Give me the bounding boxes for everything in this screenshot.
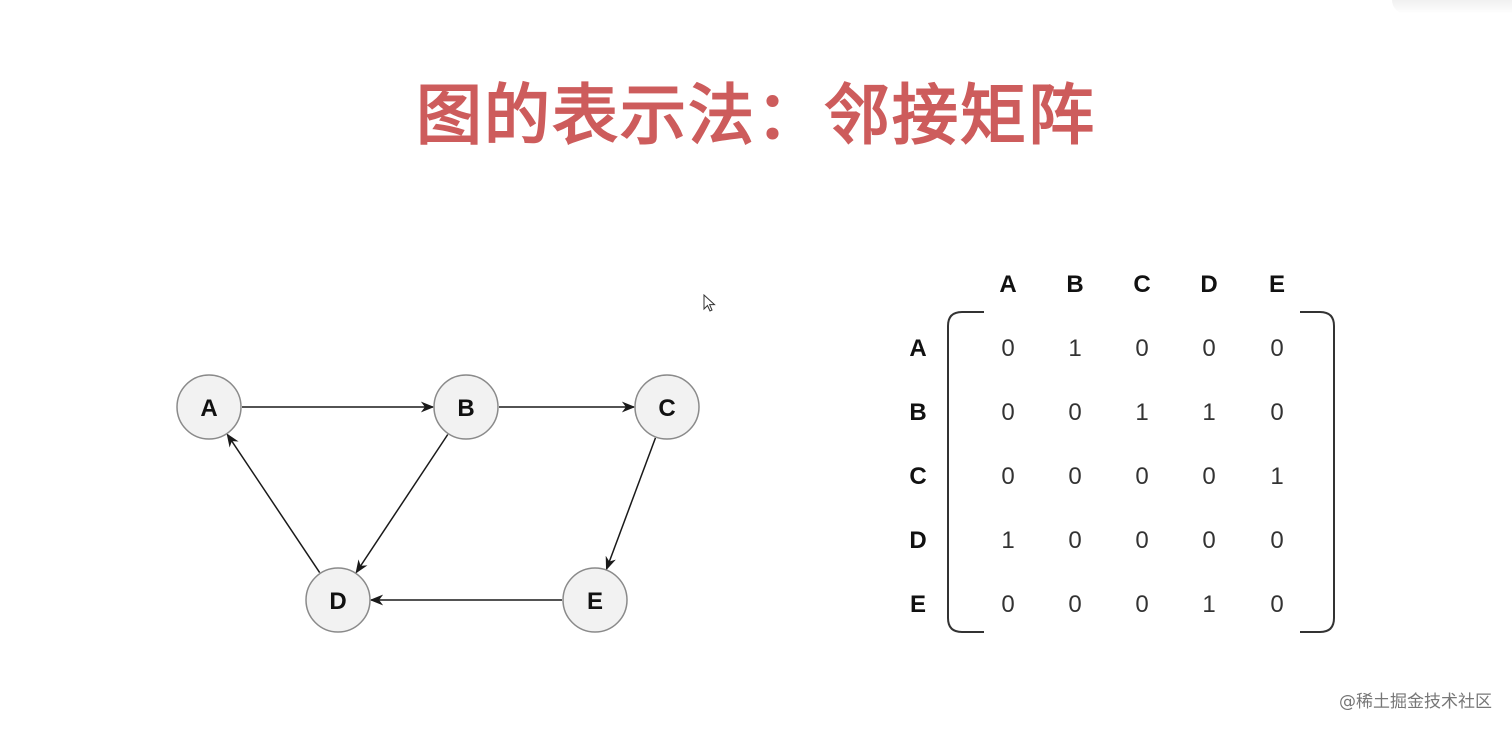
matrix-cell: 0 xyxy=(1068,527,1081,554)
matrix-cell: 0 xyxy=(1135,335,1148,362)
matrix-cell: 0 xyxy=(1001,335,1014,362)
node-d: D xyxy=(305,567,371,633)
node-circle xyxy=(562,567,628,633)
node-label: D xyxy=(329,588,346,615)
node-label: C xyxy=(658,395,675,422)
matrix-col-header-d: D xyxy=(1200,271,1217,298)
matrix-cell: 0 xyxy=(1001,463,1014,490)
matrix-cell: 0 xyxy=(1135,527,1148,554)
node-circle xyxy=(433,374,499,440)
window-corner-shadow xyxy=(1392,0,1512,14)
matrix-cells: 0 1 0 0 0 0 0 1 1 0 0 0 0 0 1 1 0 0 0 0 0 0 0 1 0 xyxy=(1001,335,1283,618)
matrix-cell: 0 xyxy=(1202,527,1215,554)
node-circle xyxy=(634,374,700,440)
node-label: E xyxy=(587,588,603,615)
matrix-col-header-e: E xyxy=(1269,271,1285,298)
matrix-cell: 1 xyxy=(1001,527,1014,554)
matrix-cell: 1 xyxy=(1135,399,1148,426)
matrix-cell: 1 xyxy=(1202,591,1215,618)
matrix-col-header-a: A xyxy=(999,271,1016,298)
matrix-column-headers: A B C D E xyxy=(999,271,1285,298)
matrix-row-header-a: A xyxy=(909,335,926,362)
watermark: @稀土掘金技术社区 xyxy=(1339,692,1492,712)
matrix-left-bracket xyxy=(947,311,984,633)
matrix-row-header-c: C xyxy=(909,463,926,490)
matrix-cell: 0 xyxy=(1135,463,1148,490)
matrix-cell: 0 xyxy=(1270,591,1283,618)
matrix-cell: 0 xyxy=(1270,527,1283,554)
matrix-cell: 1 xyxy=(1068,335,1081,362)
matrix-col-header-b: B xyxy=(1066,271,1083,298)
matrix-right-bracket xyxy=(1300,311,1335,633)
graph-nodes: A B C D E xyxy=(176,374,700,633)
matrix-row-headers: A B C D E xyxy=(909,335,926,618)
node-label: A xyxy=(200,395,217,422)
node-c: C xyxy=(634,374,700,440)
matrix-cell: 1 xyxy=(1270,463,1283,490)
matrix-cell: 1 xyxy=(1202,399,1215,426)
matrix-col-header-c: C xyxy=(1133,271,1150,298)
edge-c-to-e xyxy=(605,437,657,571)
matrix-row-header-d: D xyxy=(909,527,926,554)
node-a: A xyxy=(176,374,242,440)
matrix-row-header-b: B xyxy=(909,399,926,426)
node-circle xyxy=(305,567,371,633)
graph-edges xyxy=(226,401,657,606)
mouse-pointer-icon xyxy=(703,294,716,312)
matrix-cell: 0 xyxy=(1068,399,1081,426)
matrix-row-header-e: E xyxy=(910,591,926,618)
node-e: E xyxy=(562,567,628,633)
matrix-cell: 0 xyxy=(1270,399,1283,426)
edge-b-to-d xyxy=(355,434,449,574)
matrix-cell: 0 xyxy=(1001,591,1014,618)
edge-d-to-a xyxy=(226,433,321,573)
matrix-cell: 0 xyxy=(1068,463,1081,490)
slide-title: 图的表示法：邻接矩阵 xyxy=(416,77,1096,154)
matrix-cell: 0 xyxy=(1202,335,1215,362)
matrix-cell: 0 xyxy=(1135,591,1148,618)
node-circle xyxy=(176,374,242,440)
matrix-cell: 0 xyxy=(1202,463,1215,490)
matrix-cell: 0 xyxy=(1068,591,1081,618)
node-label: B xyxy=(457,395,474,422)
matrix-cell: 0 xyxy=(1270,335,1283,362)
matrix-cell: 0 xyxy=(1001,399,1014,426)
node-b: B xyxy=(433,374,499,440)
